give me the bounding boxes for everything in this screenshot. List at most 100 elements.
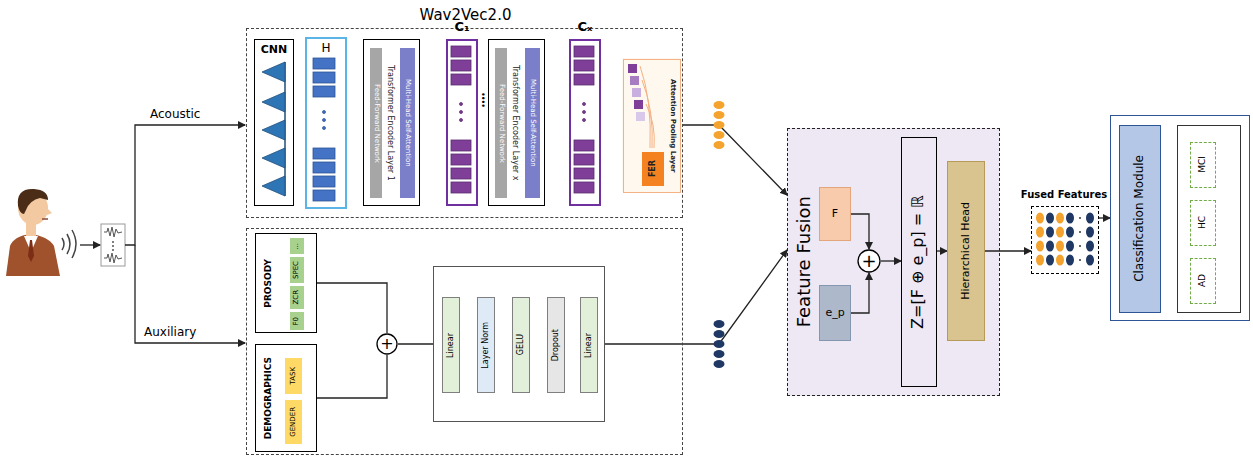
node-text: Multi-Head Self-Attention	[529, 79, 536, 167]
connector	[317, 355, 387, 398]
node-text: F	[832, 208, 838, 220]
embedding-dot	[1056, 213, 1064, 224]
node-text: Transformer Encoder Layer x	[511, 65, 519, 180]
embedding-dot	[1056, 227, 1064, 238]
connector	[317, 283, 387, 333]
connector	[881, 260, 901, 261]
node-text: AD	[1198, 274, 1207, 287]
layer-box: GELU	[512, 297, 530, 393]
node-text: PROSODY	[264, 259, 273, 308]
node-text: Dropout	[552, 329, 560, 361]
layer-box: Linear	[580, 297, 598, 393]
node-text: +	[380, 336, 393, 353]
ellipsis-dot	[1079, 259, 1081, 261]
embedding-dot	[1046, 241, 1054, 252]
embedding-dot	[1046, 227, 1054, 238]
embedding-dot	[714, 340, 725, 348]
prosody-group: PROSODY F0 ZCR SPEC...	[255, 233, 317, 333]
class-list: MCI HC AD	[1177, 125, 1241, 313]
class-box: HC	[1190, 200, 1216, 246]
embedding-dot	[1066, 255, 1074, 266]
fusion-ground	[787, 128, 1000, 396]
node-text: Attention Pooling Layer	[668, 79, 675, 173]
projection-mlp: LinearLayer NormGELUDropoutLinear	[433, 266, 605, 422]
demographics-group: DEMOGRAPHICS TASK GENDER	[255, 344, 317, 452]
embedding-dot	[714, 350, 725, 358]
node-text: FER	[649, 160, 657, 177]
ellipsis-dot	[1079, 231, 1081, 233]
fusion-panel: Feature FusionFe_p+Z=[F ⊕ e_p] = ℝHierar…	[787, 128, 1000, 396]
class-box: AD	[1190, 258, 1216, 304]
ffn-bar: Feed-Forward Network	[370, 48, 382, 198]
auxiliary-embedding: e_p	[819, 285, 851, 341]
pooled-output: FER	[642, 152, 664, 186]
node-text: Cₓ	[578, 20, 593, 34]
feature-chip: SPEC	[290, 257, 304, 283]
embedding-dot	[714, 141, 725, 149]
class-box: MCI	[1190, 142, 1216, 188]
context-block: C₁	[446, 39, 478, 206]
embedding-dot	[1066, 227, 1074, 238]
feature-vectors	[313, 58, 335, 201]
embedding-dot	[714, 111, 725, 119]
attention-bar: Multi-Head Self-Attention	[525, 48, 540, 198]
node-text: HC	[1198, 216, 1207, 229]
embedding-dot	[714, 360, 725, 368]
hierarchical-head: Hierarchical Head	[947, 161, 985, 341]
embedding-dot	[714, 131, 725, 139]
feature-chip: ...	[290, 238, 304, 254]
connector	[985, 250, 1031, 251]
node-text: Linear	[585, 333, 593, 358]
node-text: Feed-Forward Network	[497, 84, 504, 163]
connector	[1099, 217, 1110, 218]
node-text: Hierarchical Head	[960, 202, 972, 300]
node-text: Classification Module	[1133, 155, 1146, 282]
node-text: e_p	[825, 307, 844, 319]
embedding-dot	[714, 101, 725, 109]
fused-features: Fused Features	[1031, 206, 1099, 274]
input-wires	[80, 125, 245, 343]
connector	[605, 250, 787, 344]
speaker-figure	[6, 189, 76, 276]
sum-circle: +	[376, 333, 398, 355]
fused-vector-box: Z=[F ⊕ e_p] = ℝ	[901, 137, 937, 387]
layer-box: Dropout	[547, 297, 565, 393]
embedding-dot	[1036, 227, 1044, 238]
acoustic-embedding: F	[819, 187, 851, 241]
embedding-dot	[1086, 241, 1094, 252]
node-text: Fused Features	[1021, 190, 1107, 201]
embedding-dot	[1046, 255, 1054, 266]
ffn-bar: Feed-Forward Network	[495, 48, 507, 198]
node-text: GENDER	[290, 407, 297, 437]
connector	[398, 343, 433, 344]
embedding-dot	[1056, 241, 1064, 252]
embedding-dot	[714, 330, 725, 338]
embedding-dot	[1086, 227, 1094, 238]
concat-circle: +	[857, 249, 881, 273]
waveform-frames	[101, 224, 125, 266]
embedding-dot	[1066, 241, 1074, 252]
feature-chip: TASK	[285, 358, 302, 394]
feature-chip: GENDER	[285, 400, 302, 444]
cnn-block: CNN	[254, 39, 294, 206]
embedding-dot	[1086, 255, 1094, 266]
embedding-dot	[1036, 255, 1044, 266]
feature-chip: ZCR	[290, 286, 304, 309]
hidden-state-block: H	[305, 37, 347, 209]
ellipsis-dot	[1079, 217, 1081, 219]
connector	[937, 250, 947, 251]
node-text: Feed-Forward Network	[372, 84, 379, 163]
node-text: Multi-Head Self-Attention	[404, 79, 411, 167]
auxiliary-panel: PROSODY F0 ZCR SPEC... DEMOGRAPHICS TASK GENDE…	[246, 228, 683, 455]
node-text: DEMOGRAPHICS	[264, 357, 273, 439]
node-text: C₁	[454, 20, 469, 34]
classifier-panel: Classification Module MCI HC AD	[1110, 115, 1250, 321]
layer-box: Layer Norm	[477, 297, 495, 393]
connector	[683, 125, 787, 195]
wav2vec-panel: Wav2Vec2.0CNNHTransformer Encoder Layer …	[246, 28, 683, 218]
attention-bar: Multi-Head Self-Attention	[400, 48, 415, 198]
embedding-dot	[1056, 255, 1064, 266]
branch-label: Auxiliary	[144, 325, 196, 339]
feature-chip: F0	[290, 312, 304, 330]
node-text: F0	[293, 317, 300, 325]
